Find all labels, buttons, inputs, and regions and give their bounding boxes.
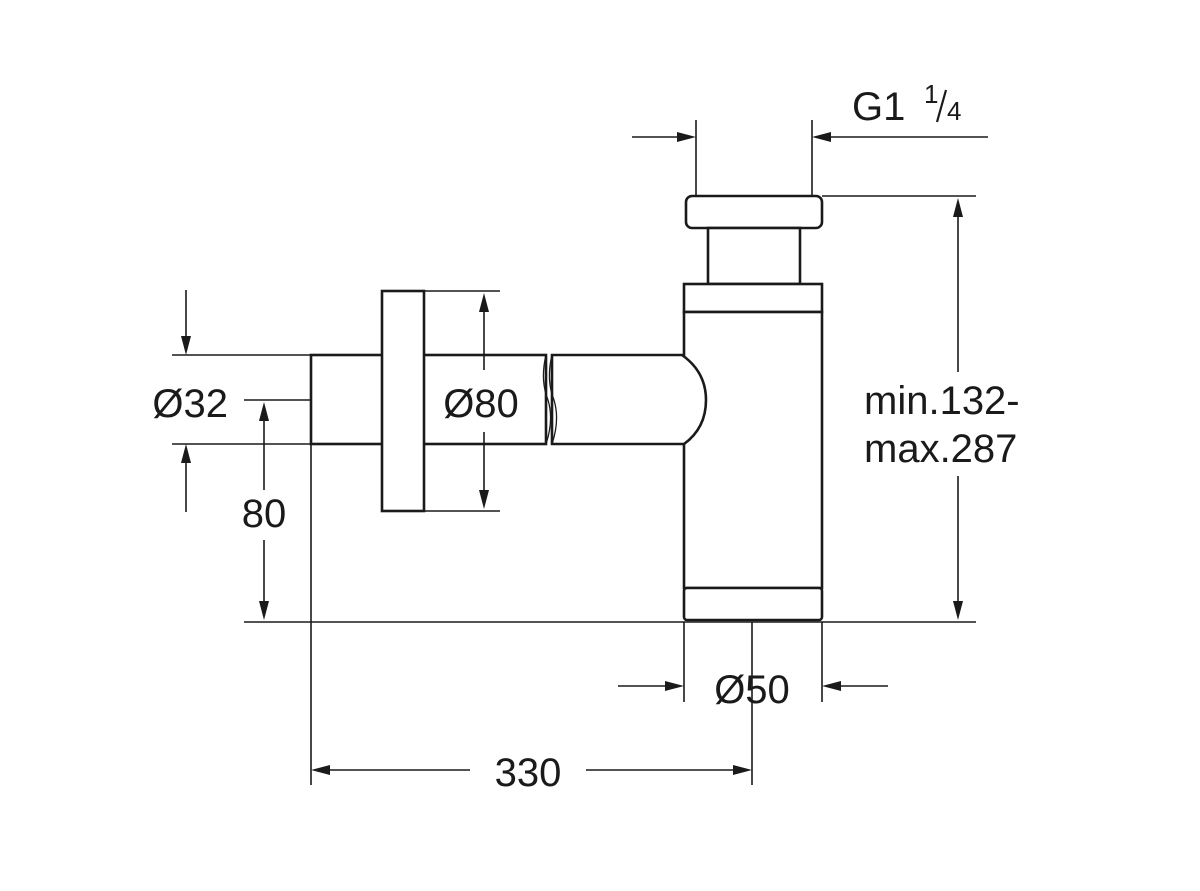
upper-collar xyxy=(682,282,824,314)
outlet-diameter-label: Ø50 xyxy=(714,668,790,712)
dimension-lines xyxy=(172,120,988,785)
wall-distance-label: 330 xyxy=(495,751,562,795)
wall-flange xyxy=(380,289,426,513)
height-min-label: min.132- xyxy=(864,379,1020,423)
outlet-pipe xyxy=(309,289,708,513)
inlet-diameter-label: Ø32 xyxy=(152,382,228,426)
thread-denominator: 4 xyxy=(947,96,961,126)
neck xyxy=(706,226,802,286)
pipe-right xyxy=(550,353,708,446)
main-cylinder xyxy=(682,310,824,590)
flange-diameter-label: Ø80 xyxy=(443,382,519,426)
thread-prefix: G1 xyxy=(852,85,905,129)
thread-numerator: 1 xyxy=(924,79,938,109)
bottom-cap xyxy=(682,586,824,622)
inlet-height-label: 80 xyxy=(242,492,287,536)
pipe-left xyxy=(309,353,548,446)
thread-fraction-slash xyxy=(935,89,948,123)
arrowheads xyxy=(181,132,963,775)
siphon-body xyxy=(682,194,824,622)
height-max-label: max.287 xyxy=(864,427,1017,471)
thread-size-label: G1 1 4 xyxy=(852,79,961,129)
top-nut xyxy=(684,194,824,230)
